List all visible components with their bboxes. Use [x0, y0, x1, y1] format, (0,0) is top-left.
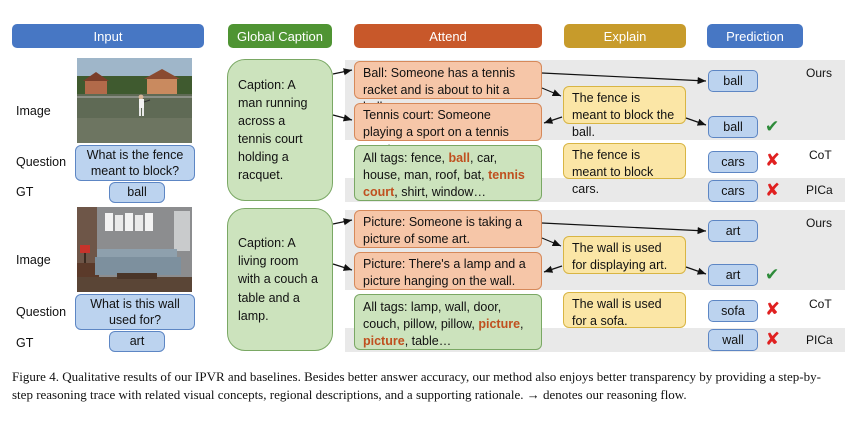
- label-question-2: Question: [16, 305, 67, 319]
- method-pica-2: PICa: [806, 333, 833, 347]
- label-question-1: Question: [16, 155, 67, 169]
- label-gt-2: GT: [16, 336, 34, 350]
- prediction-ours-2a: art: [708, 220, 758, 242]
- tags-text-1: All tags: fence,: [363, 151, 449, 165]
- figure-caption: Figure 4. Qualitative results of our IPV…: [12, 369, 821, 403]
- label-gt-1: GT: [16, 185, 34, 199]
- tags-box-2: All tags: lamp, wall, door, couch, pillo…: [354, 294, 542, 350]
- prediction-cot-1: cars: [708, 151, 758, 173]
- method-ours-2: Ours: [806, 216, 833, 230]
- cross-icon: ✘: [765, 180, 781, 201]
- tags-text-2: All tags: lamp, wall, door, couch, pillo…: [363, 300, 502, 331]
- explain-ours-1: The fence is meant to block the ball.: [563, 86, 686, 139]
- method-pica-1: PICa: [806, 183, 833, 197]
- attend-box-2b: Picture: There's a lamp and a picture ha…: [354, 252, 542, 290]
- gt-box-2: art: [109, 331, 165, 352]
- header-input: Input: [12, 24, 204, 48]
- method-cot-2: CoT: [809, 297, 832, 311]
- tags-text-2c: , table…: [404, 333, 452, 348]
- image-living-room: [77, 207, 192, 292]
- prediction-ours-2b: art: [708, 264, 758, 286]
- global-caption-1: Caption: A man running across a tennis c…: [227, 59, 333, 201]
- prediction-ours-1a: ball: [708, 70, 758, 92]
- tags-text-1b: , car, house, man, roof, bat,: [363, 151, 498, 182]
- question-box-1: What is the fence meant to block?: [75, 145, 195, 181]
- tag-highlight-picture: picture: [478, 316, 521, 331]
- explain-cot-1: The fence is meant to block cars.: [563, 143, 686, 196]
- attend-box-1a: Ball: Someone has a tennis racket and is…: [354, 61, 542, 114]
- cross-icon: ✘: [765, 299, 781, 320]
- global-caption-2: Caption: A living room with a couch a ta…: [227, 208, 333, 351]
- label-image-1: Image: [16, 104, 51, 118]
- tag-highlight-tennis-court: tennis court: [363, 167, 525, 199]
- method-cot-1: CoT: [809, 148, 832, 162]
- header-attend: Attend: [354, 24, 542, 48]
- image-tennis-court: [77, 58, 192, 143]
- check-icon: ✔: [765, 117, 780, 137]
- explain-cot-2: The wall is used for a sofa.: [563, 292, 686, 328]
- attend-box-2a: Picture: Someone is taking a picture of …: [354, 210, 542, 248]
- prediction-pica-2: wall: [708, 329, 758, 351]
- prediction-cot-2: sofa: [708, 300, 758, 322]
- question-box-2: What is this wall used for?: [75, 294, 195, 330]
- header-global-caption: Global Caption: [228, 24, 332, 48]
- header-prediction: Prediction: [707, 24, 803, 48]
- method-ours-1: Ours: [806, 66, 833, 80]
- check-icon: ✔: [765, 265, 780, 285]
- gt-box-1: ball: [109, 182, 165, 203]
- cross-icon: ✘: [765, 329, 781, 350]
- prediction-ours-1b: ball: [708, 116, 758, 138]
- tags-text-1c: , shirt, window…: [394, 184, 486, 199]
- tag-highlight-picture-2: picture: [363, 333, 405, 348]
- header-explain: Explain: [564, 24, 686, 48]
- attend-box-1b: Tennis court: Someone playing a sport on…: [354, 103, 542, 156]
- tags-box-1: All tags: fence, ball, car, house, man, …: [354, 145, 542, 201]
- cross-icon: ✘: [765, 150, 781, 171]
- label-image-2: Image: [16, 253, 51, 267]
- prediction-pica-1: cars: [708, 180, 758, 202]
- tag-highlight-ball: ball: [448, 151, 471, 165]
- explain-ours-2: The wall is used for displaying art.: [563, 236, 686, 274]
- tags-text-2b: ,: [520, 316, 524, 331]
